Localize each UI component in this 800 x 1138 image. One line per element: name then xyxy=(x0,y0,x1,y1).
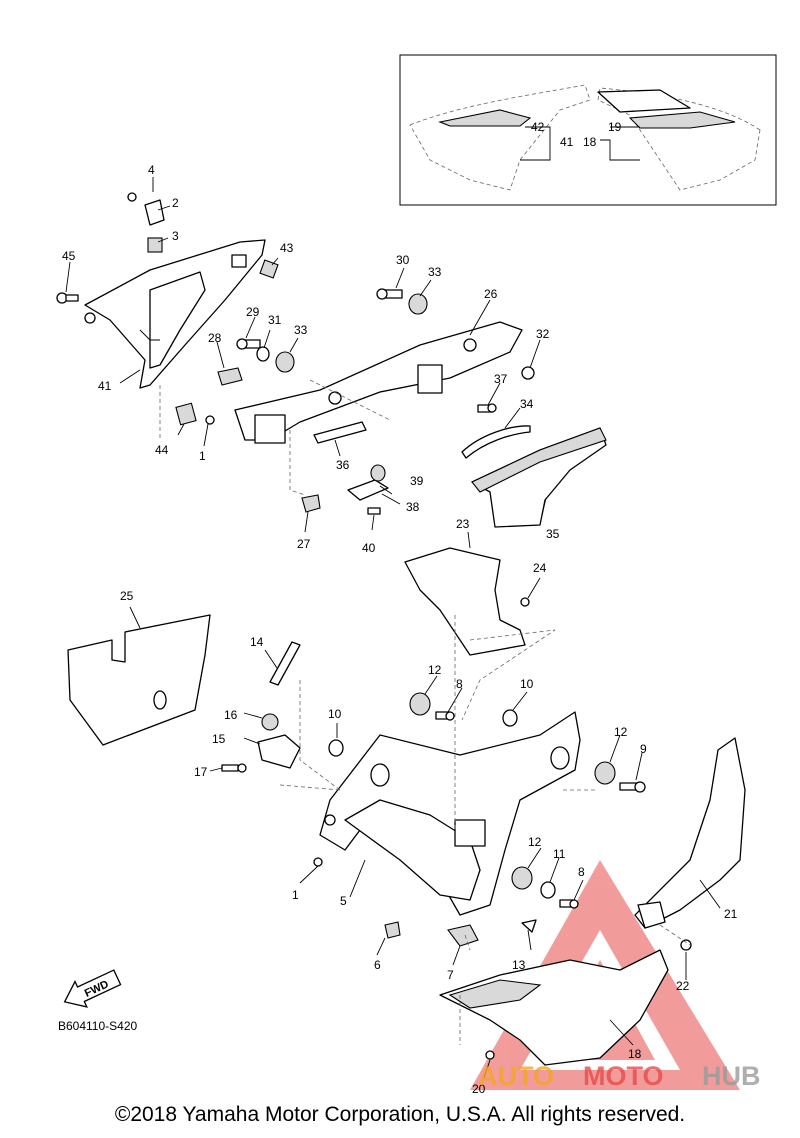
callout-31: 31 xyxy=(268,313,282,327)
callout-33a: 33 xyxy=(428,265,442,279)
bar-36 xyxy=(313,421,367,444)
callout-36: 36 xyxy=(336,458,350,472)
callout-12a: 12 xyxy=(428,663,442,677)
bracket-38 xyxy=(205,415,389,515)
callout-33b: 33 xyxy=(294,323,308,337)
callout-13: 13 xyxy=(512,958,526,972)
watermark-hub: HUB xyxy=(702,1061,761,1091)
callout-4: 4 xyxy=(148,163,155,177)
side-cover-41 xyxy=(84,239,266,389)
callout-7: 7 xyxy=(447,968,454,982)
strip-34 xyxy=(461,425,531,459)
inset-labels: 42 41 18 19 xyxy=(531,120,622,149)
main-frame-5 xyxy=(319,711,581,916)
callout-35: 35 xyxy=(546,527,560,541)
callout-21: 21 xyxy=(724,907,738,921)
callout-1a: 1 xyxy=(199,449,206,463)
callout-14: 14 xyxy=(250,635,264,649)
callout-labels: 4 2 3 45 43 30 33 26 32 29 31 33 28 37 3… xyxy=(62,163,738,1096)
callout-28: 28 xyxy=(208,331,222,345)
inset-label-19: 19 xyxy=(608,120,622,134)
strip-14 xyxy=(269,641,301,686)
inset-label-42: 42 xyxy=(531,120,545,134)
diagram-code: B604110-S420 xyxy=(58,1019,138,1033)
callout-26: 26 xyxy=(484,287,498,301)
inset-label-41: 41 xyxy=(560,135,574,149)
callout-30: 30 xyxy=(396,253,410,267)
rail-26 xyxy=(234,321,523,444)
nut-43 xyxy=(259,259,279,279)
callout-11: 11 xyxy=(553,847,566,861)
bracket-2 xyxy=(127,192,165,253)
callout-37: 37 xyxy=(494,372,508,386)
callout-25: 25 xyxy=(120,589,134,603)
callout-29: 29 xyxy=(246,305,260,319)
callout-3: 3 xyxy=(172,229,179,243)
watermark-auto: AUTO xyxy=(478,1061,554,1091)
watermark-text: AUTO MOTO HUB xyxy=(478,1061,761,1091)
cover-21 xyxy=(634,737,746,951)
bracket-15 xyxy=(221,713,301,773)
callout-44: 44 xyxy=(155,443,169,457)
callout-39: 39 xyxy=(410,474,424,488)
fasteners-lower xyxy=(313,692,646,947)
callout-8b: 8 xyxy=(578,865,585,879)
panel-35 xyxy=(471,427,607,528)
callout-22: 22 xyxy=(676,979,690,993)
callout-2: 2 xyxy=(172,196,179,210)
callout-18: 18 xyxy=(628,1047,642,1061)
callout-5: 5 xyxy=(340,894,347,908)
callout-6: 6 xyxy=(374,958,381,972)
callout-32: 32 xyxy=(536,327,550,341)
callout-9: 9 xyxy=(640,742,647,756)
callout-12c: 12 xyxy=(528,835,542,849)
bolt-45 xyxy=(56,292,79,304)
leader-lines xyxy=(65,177,721,1079)
callout-23: 23 xyxy=(456,517,470,531)
callout-34: 34 xyxy=(520,397,534,411)
callout-15: 15 xyxy=(212,732,226,746)
callout-10a: 10 xyxy=(328,707,342,721)
callout-17: 17 xyxy=(194,765,208,779)
callout-12b: 12 xyxy=(614,725,628,739)
callout-40: 40 xyxy=(362,541,376,555)
callout-24: 24 xyxy=(533,561,547,575)
callout-1b: 1 xyxy=(292,888,299,902)
watermark-moto: MOTO xyxy=(583,1061,664,1091)
callout-41: 41 xyxy=(98,379,112,393)
callout-16: 16 xyxy=(224,708,238,722)
callout-20: 20 xyxy=(472,1082,486,1096)
callout-27: 27 xyxy=(297,537,311,551)
inset-label-18: 18 xyxy=(583,135,597,149)
callout-43: 43 xyxy=(280,241,294,255)
callout-45: 45 xyxy=(62,249,76,263)
copyright-notice: ©2018 Yamaha Motor Corporation, U.S.A. A… xyxy=(114,1103,686,1126)
panel-25 xyxy=(67,614,211,746)
fwd-label: FWD xyxy=(83,978,111,999)
callout-8a: 8 xyxy=(456,677,463,691)
bracket-23 xyxy=(404,547,530,656)
fwd-arrow-icon: FWD xyxy=(63,969,122,1008)
clip-28 xyxy=(217,367,243,386)
cover-18 xyxy=(439,949,669,1066)
callout-10b: 10 xyxy=(520,677,534,691)
fasteners-upper xyxy=(236,288,535,413)
inset-box xyxy=(399,54,777,206)
plate-44 xyxy=(175,402,197,426)
callout-38: 38 xyxy=(406,500,420,514)
